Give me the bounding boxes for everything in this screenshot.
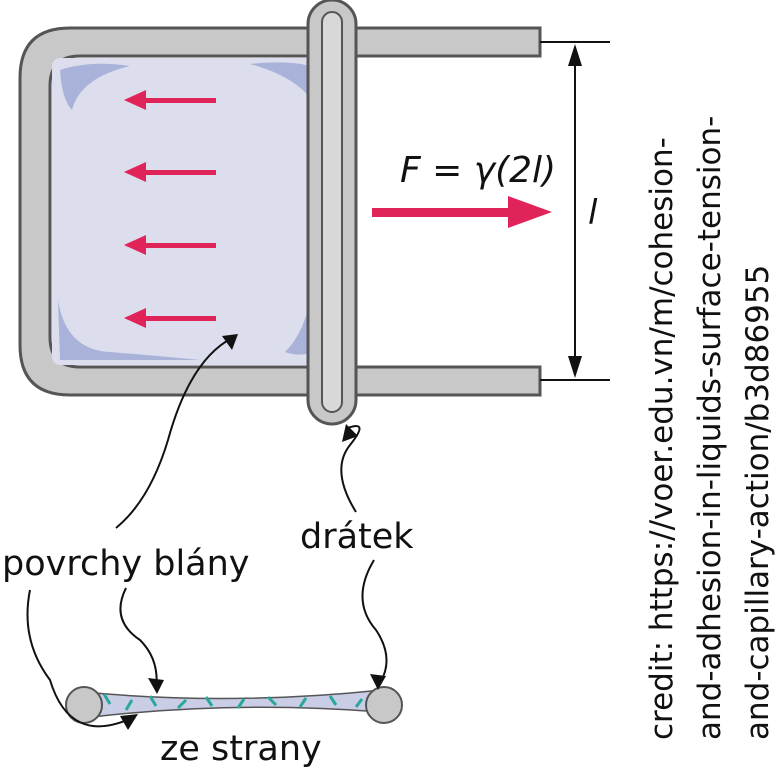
pointer-side-wire-head <box>370 674 386 690</box>
film-shading-bl <box>58 300 200 360</box>
label-film-surfaces: povrchy blány <box>2 544 250 584</box>
film-shading-tl <box>60 63 130 110</box>
pointer-wire <box>340 425 361 513</box>
sliding-wire-inner <box>321 11 343 413</box>
pointer-side-film-upper-head <box>148 678 164 694</box>
pointer-side-film-lower-head <box>120 714 138 730</box>
force-formula: F = γ(2l) <box>400 150 556 191</box>
soap-film <box>52 58 338 365</box>
pointer-side-film-lower <box>26 589 133 728</box>
film-arrow-4 <box>124 308 216 328</box>
length-label: l <box>588 193 598 233</box>
side-view-wire <box>365 686 403 724</box>
label-side-view: ze strany <box>160 729 322 769</box>
side-view-molecules <box>102 693 364 711</box>
pointer-wire-head <box>342 424 358 442</box>
pointer-film-top <box>115 337 233 529</box>
film-arrow-1 <box>124 90 216 110</box>
film-arrow-3 <box>124 235 216 255</box>
pointer-side-wire <box>361 559 388 687</box>
credit-block: credit: https://voer.edu.vn/m/cohesion- … <box>644 116 776 740</box>
label-wire: drátek <box>300 517 414 557</box>
pointer-film-top-head <box>222 334 238 350</box>
credit-line-1: credit: https://voer.edu.vn/m/cohesion- <box>644 137 680 740</box>
length-arrow-top <box>568 44 582 66</box>
film-arrow-2 <box>124 162 216 182</box>
pointer-side-film-upper <box>119 587 158 691</box>
side-view <box>65 686 403 724</box>
credit-line-3: and-capillary-action/b3d86955 <box>740 265 776 740</box>
credit-line-2: and-adhesion-in-liquids-surface-tension- <box>692 116 728 740</box>
length-dimension <box>540 41 610 381</box>
film-tension-arrows <box>124 90 216 328</box>
length-arrow-bottom <box>568 356 582 378</box>
force-arrow <box>372 196 552 228</box>
